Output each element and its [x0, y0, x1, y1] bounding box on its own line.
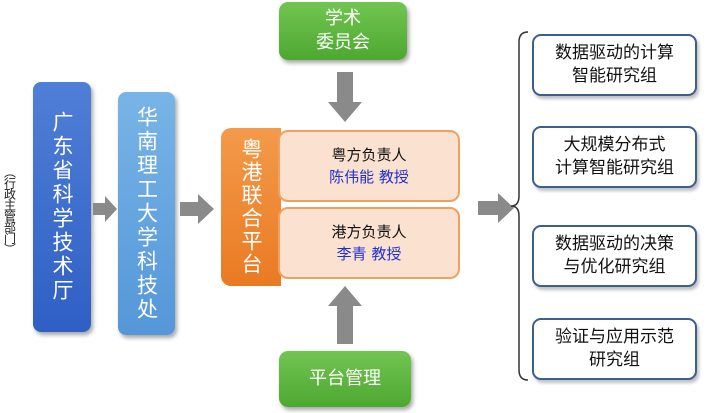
gd-lead-name: 陈伟能 教授 — [329, 168, 409, 186]
research-group-2: 大规模分布式 计算智能研究组 — [532, 126, 697, 188]
platform-management-box: 平台管理 — [279, 351, 411, 407]
hk-lead-role: 港方负责人 — [331, 223, 407, 241]
hk-lead-box: 港方负责人 李青 教授 — [278, 207, 460, 279]
group-2-line-1: 大规模分布式 — [563, 135, 666, 155]
research-group-1: 数据驱动的计算 智能研究组 — [532, 34, 697, 96]
group-3-line-2: 与优化研究组 — [563, 257, 666, 277]
group-3-line-1: 数据驱动的决策 — [555, 234, 674, 254]
group-1-line-2: 智能研究组 — [572, 66, 657, 86]
academic-committee-box: 学术 委员会 — [279, 2, 407, 60]
arrow-up — [328, 286, 362, 344]
group-4-line-2: 研究组 — [589, 350, 640, 370]
gd-lead-box: 粤方负责人 陈伟能 教授 — [278, 130, 460, 202]
committee-line-2: 委员会 — [316, 32, 370, 53]
platform-name-tab: 粤港联合平台 — [221, 128, 281, 286]
group-2-line-2: 计算智能研究组 — [555, 158, 674, 178]
group-brace — [508, 30, 530, 386]
arrow-right-2 — [180, 194, 214, 224]
admin-note-label: （行政主管部门） — [2, 166, 17, 254]
group-4-line-1: 验证与应用示范 — [555, 327, 674, 347]
gd-lead-role: 粤方负责人 — [331, 146, 407, 164]
hk-lead-name: 李青 教授 — [336, 245, 402, 263]
university-office-box: 华南理工大学科技处 — [118, 92, 175, 335]
research-group-4: 验证与应用示范 研究组 — [532, 318, 697, 380]
arrow-down — [328, 72, 362, 122]
province-dept-box: 广东省科学技术厅 — [33, 82, 91, 332]
arrow-right-1 — [93, 196, 117, 222]
group-1-line-1: 数据驱动的计算 — [555, 43, 674, 63]
research-group-3: 数据驱动的决策 与优化研究组 — [532, 225, 697, 287]
arrow-right-3 — [478, 193, 514, 223]
committee-line-1: 学术 — [325, 8, 361, 29]
